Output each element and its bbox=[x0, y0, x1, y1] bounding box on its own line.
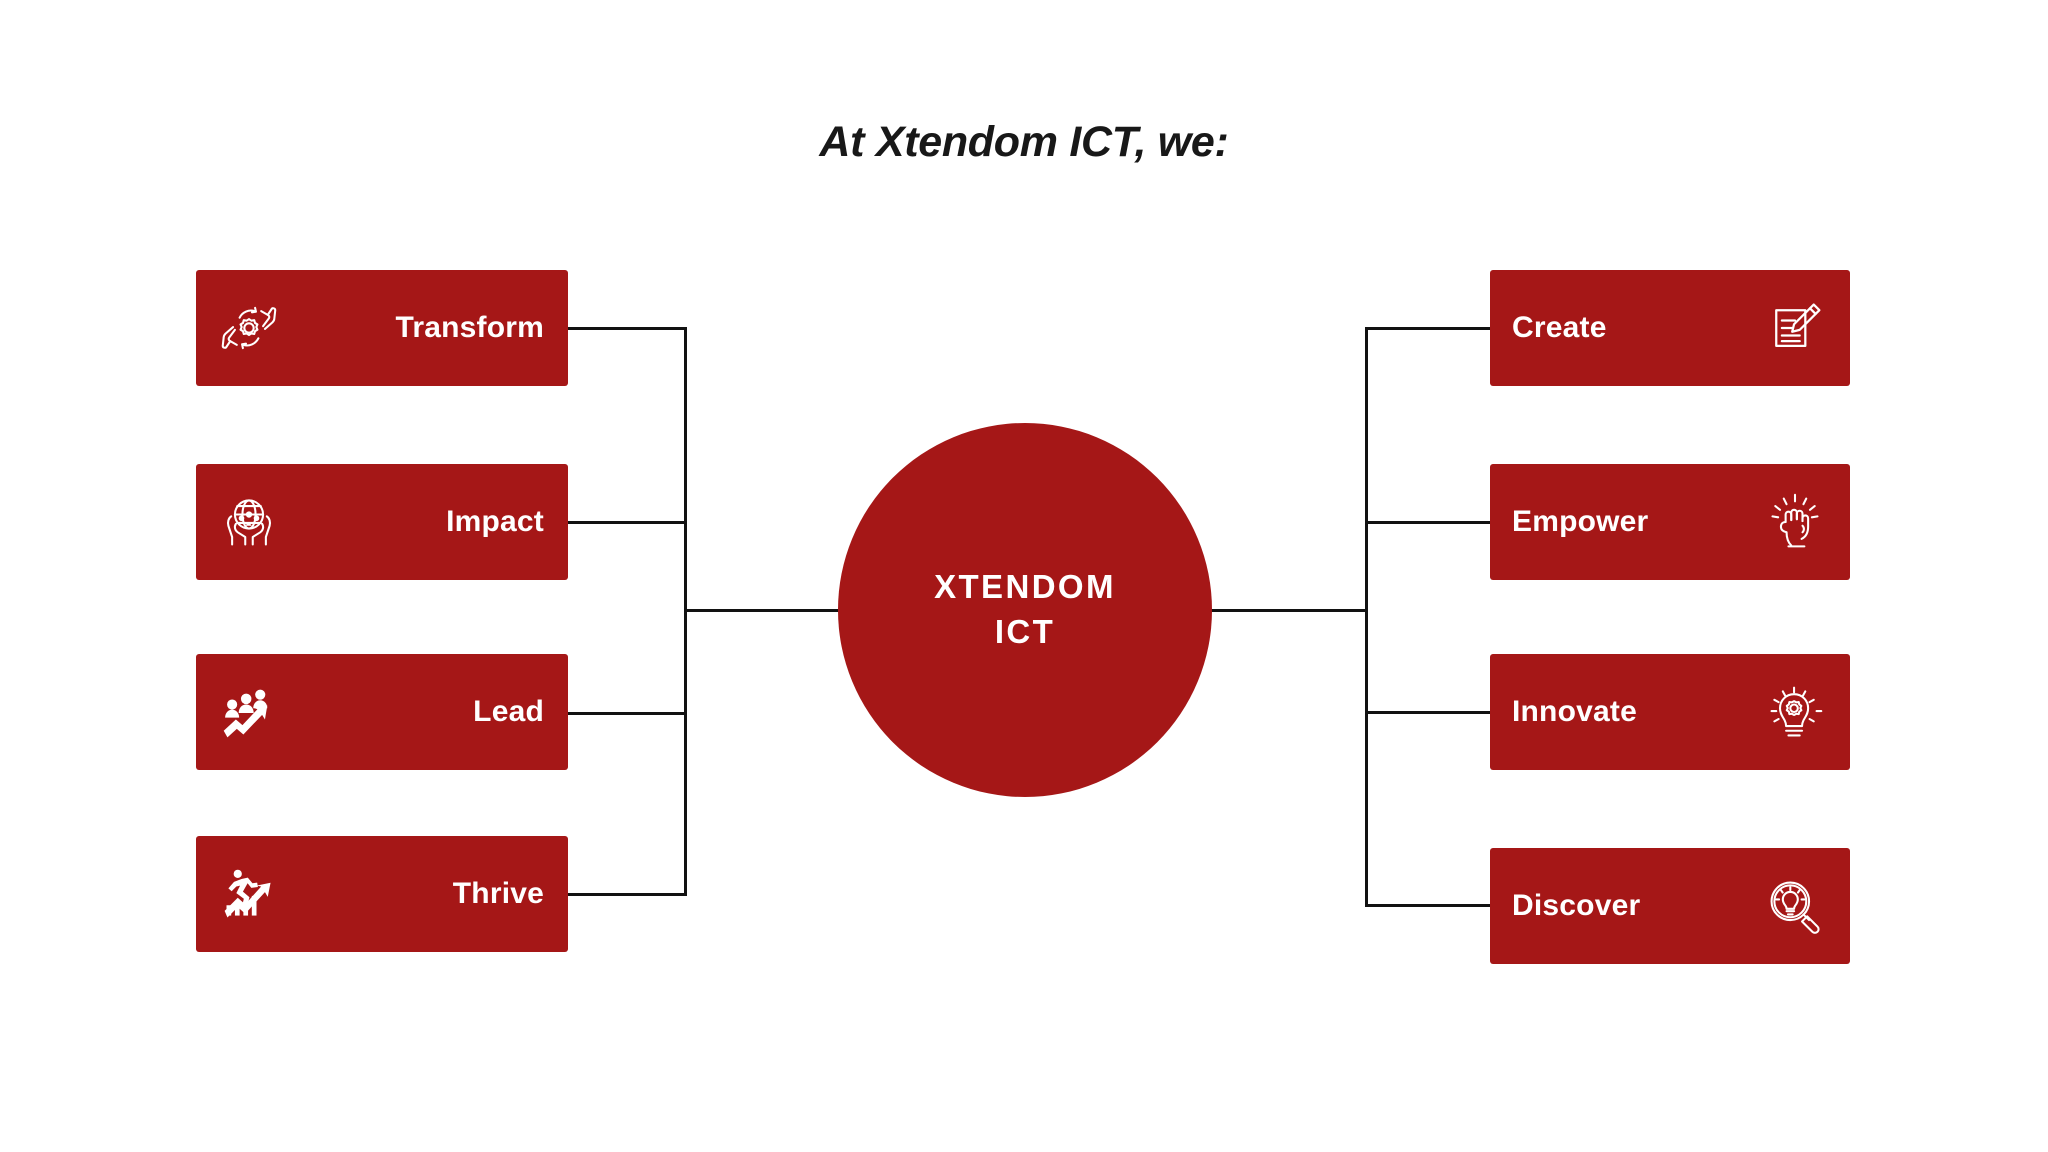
running-person-bar-chart-icon bbox=[218, 863, 280, 925]
branch-label: Impact bbox=[446, 505, 544, 538]
raised-fist-icon bbox=[1764, 491, 1826, 553]
right-branch-line-discover bbox=[1365, 904, 1493, 907]
branch-box-discover[interactable]: Discover bbox=[1490, 848, 1850, 964]
lightbulb-gear-head-icon bbox=[1764, 681, 1826, 743]
right-branch-line-empower bbox=[1365, 521, 1493, 524]
right-branch-line-innovate bbox=[1365, 711, 1493, 714]
left-branch-line-impact bbox=[568, 521, 687, 524]
branch-box-empower[interactable]: Empower bbox=[1490, 464, 1850, 580]
branch-box-transform[interactable]: Transform bbox=[196, 270, 568, 386]
people-growth-arrow-icon bbox=[218, 681, 280, 743]
branch-box-innovate[interactable]: Innovate bbox=[1490, 654, 1850, 770]
branch-label: Innovate bbox=[1512, 695, 1637, 728]
right-branch-line-create bbox=[1365, 327, 1493, 330]
branch-box-impact[interactable]: Impact bbox=[196, 464, 568, 580]
document-pencil-icon bbox=[1764, 297, 1826, 359]
left-spine-to-hub-line bbox=[684, 609, 846, 612]
central-hub-label: XTENDOM ICT bbox=[934, 568, 1116, 650]
left-branch-line-transform bbox=[568, 327, 687, 330]
page-title: At Xtendom ICT, we: bbox=[819, 118, 1229, 166]
branch-box-lead[interactable]: Lead bbox=[196, 654, 568, 770]
right-spine bbox=[1365, 327, 1368, 907]
branch-label: Thrive bbox=[452, 877, 544, 910]
left-branch-line-lead bbox=[568, 712, 687, 715]
globe-in-hands-icon bbox=[218, 491, 280, 553]
branch-label: Transform bbox=[395, 311, 544, 344]
central-hub[interactable]: XTENDOM ICT bbox=[838, 423, 1212, 797]
hub-to-right-spine-line bbox=[1204, 609, 1367, 612]
branch-label: Empower bbox=[1512, 505, 1649, 538]
gear-in-hands-icon bbox=[218, 297, 280, 359]
branch-label: Discover bbox=[1512, 889, 1641, 922]
branch-label: Create bbox=[1512, 311, 1607, 344]
branch-box-create[interactable]: Create bbox=[1490, 270, 1850, 386]
left-branch-line-thrive bbox=[568, 893, 687, 896]
branch-box-thrive[interactable]: Thrive bbox=[196, 836, 568, 952]
magnifier-lightbulb-icon bbox=[1764, 875, 1826, 937]
left-spine bbox=[684, 328, 687, 896]
branch-label: Lead bbox=[473, 695, 544, 728]
